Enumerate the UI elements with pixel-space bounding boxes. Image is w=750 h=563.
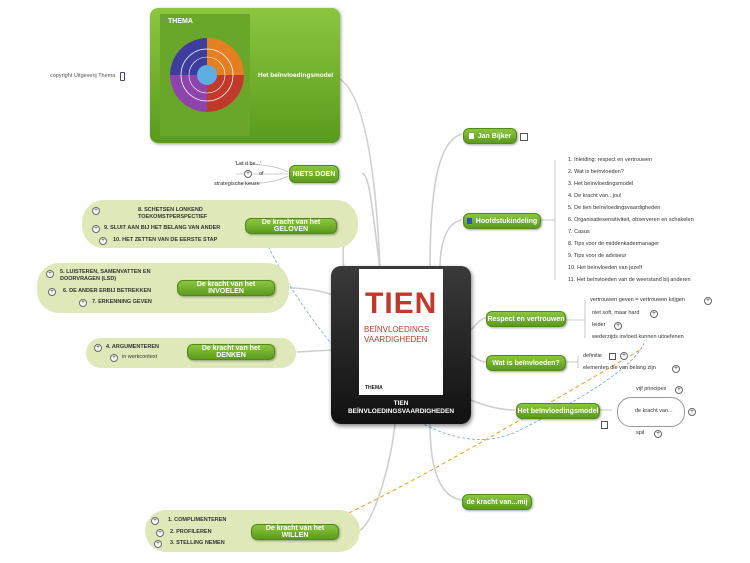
model-wheel-graphic [170, 38, 244, 112]
attachment-icon [120, 72, 125, 81]
expand-icon[interactable]: + [614, 322, 622, 330]
niets-doen-node[interactable]: NIETS DOEN [289, 165, 339, 183]
respect-label: Respect en vertrouwen [487, 315, 565, 323]
denken-label: De kracht van het DENKEN [201, 345, 261, 359]
expand-icon[interactable]: + [650, 310, 658, 318]
respect-item-4: wederzijds invloed kunnen uitoefenen [592, 334, 684, 340]
image-publisher: THEMA [168, 18, 193, 25]
hoofdstuk-item: 8. Tips voor de middenkadermanager [568, 241, 660, 247]
invoelen-item-1: 5. LUISTEREN, SAMENVATTEN EN DOORVRAGEN … [60, 269, 151, 282]
mij-label: de kracht van...mij [466, 498, 528, 506]
hoofdstuk-item: 1. Inleiding: respect en vertrouwen [568, 157, 653, 163]
wat-is-node[interactable]: Wat is beïnvloeden? [486, 355, 566, 371]
hoofdstuk-item: 4. De kracht van...jou! [568, 193, 622, 199]
expand-icon[interactable]: + [675, 386, 683, 394]
hoofdstuk-item: 3. Het beïnvloedingsmodel [568, 181, 634, 187]
hoofdstuk-label: Hoofdstukindeling [475, 217, 538, 225]
respect-item-2: niet soft, maar hard [592, 310, 640, 316]
willen-label: De kracht van het WILLEN [265, 525, 325, 539]
model-item-1: vijf principes [636, 386, 667, 392]
cover-subtitle-1: BEÏNVLOEDINGS [364, 325, 430, 334]
image-node-label: Het beïnvloedingsmodel [258, 72, 334, 79]
expand-icon[interactable]: + [154, 540, 162, 548]
expand-icon[interactable]: + [92, 207, 100, 215]
model-image: THEMA [160, 14, 250, 136]
mij-node[interactable]: de kracht van...mij [462, 494, 532, 510]
hoofdstuk-item: 2. Wat is beïnvloeden? [568, 169, 624, 175]
respect-item-3: leider [592, 322, 606, 328]
willen-item-3: 3. STELLING NEMEN [170, 540, 225, 546]
niets-doen-label: NIETS DOEN [292, 170, 336, 178]
hoofdstuk-item: 11. Het beïnvloeden van de weerstand bij… [568, 277, 691, 283]
central-title-line1: TIEN [393, 400, 409, 407]
edit-note-icon[interactable] [520, 133, 528, 141]
edit-note-icon[interactable] [609, 353, 616, 360]
geloven-node[interactable]: De kracht van het GELOVEN [245, 218, 337, 234]
cover-subtitle-2: VAARDIGHEDEN [364, 335, 428, 344]
willen-item-2: 2. PROFILEREN [170, 529, 212, 535]
expand-icon[interactable]: + [94, 344, 102, 352]
expand-icon[interactable]: + [79, 299, 87, 307]
expand-icon[interactable]: + [151, 517, 159, 525]
invoelen-node[interactable]: De kracht van het INVOELEN [177, 280, 275, 296]
denken-item-1: 4. ARGUMENTEREN [106, 344, 159, 350]
expand-icon[interactable]: + [672, 365, 680, 373]
expand-icon[interactable]: + [92, 225, 100, 233]
central-title-line2: BEÏNVLOEDINGSVAARDIGHEDEN [347, 408, 455, 415]
geloven-label: De kracht van het GELOVEN [261, 219, 321, 233]
expand-icon[interactable]: + [156, 529, 164, 537]
expand-icon[interactable]: + [48, 288, 56, 296]
niets-doen-item-1: 'Let it be...' [235, 161, 262, 167]
hoofdstuk-node[interactable]: Hoofdstukindeling [463, 213, 541, 229]
hoofdstuk-item: 10. Het beïnvloeden van jezelf [568, 265, 642, 271]
model-group-outline [617, 397, 685, 427]
cover-title: TIEN [365, 287, 438, 320]
geloven-item-1: 8. SCHETSEN LONKEND TOEKOMSTPERSPECTIEF [138, 207, 208, 220]
book-icon [466, 218, 472, 224]
expand-icon[interactable]: + [244, 170, 252, 178]
model-item-3: spil [636, 430, 645, 436]
niets-doen-item-3: strategische keuze [214, 181, 260, 187]
denken-item-2: in werkcontext [122, 354, 158, 360]
wat-is-label: Wat is beïnvloeden? [492, 359, 560, 367]
expand-icon[interactable]: + [110, 354, 118, 362]
wat-is-item-1: definitie [583, 353, 602, 359]
niets-doen-item-2: of [259, 171, 264, 177]
wat-is-item-2: elementen die van belang zijn [583, 365, 656, 371]
expand-icon[interactable]: + [46, 270, 54, 278]
expand-icon[interactable]: + [620, 352, 628, 360]
model-image-node[interactable]: THEMA Het beïnvloedingsmodel [150, 8, 340, 143]
respect-node[interactable]: Respect en vertrouwen [486, 311, 566, 327]
book-cover: TIEN BEÏNVLOEDINGS VAARDIGHEDEN THEMA [359, 269, 443, 395]
geloven-item-3: 10. HET ZETTEN VAN DE EERSTE STAP [113, 237, 218, 243]
model-label: Het beïnvloedingsmodel [517, 407, 599, 415]
central-topic[interactable]: TIEN BEÏNVLOEDINGS VAARDIGHEDEN THEMA TI… [331, 266, 471, 424]
expand-icon[interactable]: + [99, 237, 107, 245]
doc-icon [601, 421, 608, 429]
jan-bijker-label: Jan Bijker [477, 132, 512, 140]
willen-item-1: 1. COMPLIMENTEREN [168, 517, 227, 523]
copyright-caption: copyright Uitgeverij Thema [50, 73, 116, 79]
invoelen-item-2: 6. DE ANDER ERBIJ BETREKKEN [63, 288, 152, 294]
expand-icon[interactable]: + [654, 430, 662, 438]
hoofdstuk-item: 9. Tips voor de adviseur [568, 253, 627, 259]
expand-icon[interactable]: + [688, 408, 696, 416]
invoelen-item-3: 7. ERKENNING GEVEN [92, 299, 152, 305]
respect-item-1: vertrouwen geven = vertrouwen krijgen [590, 297, 685, 303]
willen-node[interactable]: De kracht van het WILLEN [251, 524, 339, 540]
invoelen-label: De kracht van het INVOELEN [196, 281, 256, 295]
hoofdstuk-item: 5. De tien beïnvloedingsvaardigheden [568, 205, 661, 211]
hoofdstuk-item: 7. Casus [568, 229, 590, 235]
cover-publisher: THEMA [365, 385, 383, 391]
model-item-2: de kracht van... [635, 408, 673, 414]
hoofdstuk-item: 6. Organisatiesensitiviteit, observeren … [568, 217, 694, 223]
doc-icon [468, 133, 474, 139]
expand-icon[interactable]: + [704, 297, 712, 305]
denken-node[interactable]: De kracht van het DENKEN [187, 344, 275, 360]
model-node[interactable]: Het beïnvloedingsmodel [516, 403, 600, 419]
geloven-item-2: 9. SLUIT AAN BIJ HET BELANG VAN ANDER [104, 225, 221, 231]
jan-bijker-node[interactable]: Jan Bijker [463, 128, 517, 144]
